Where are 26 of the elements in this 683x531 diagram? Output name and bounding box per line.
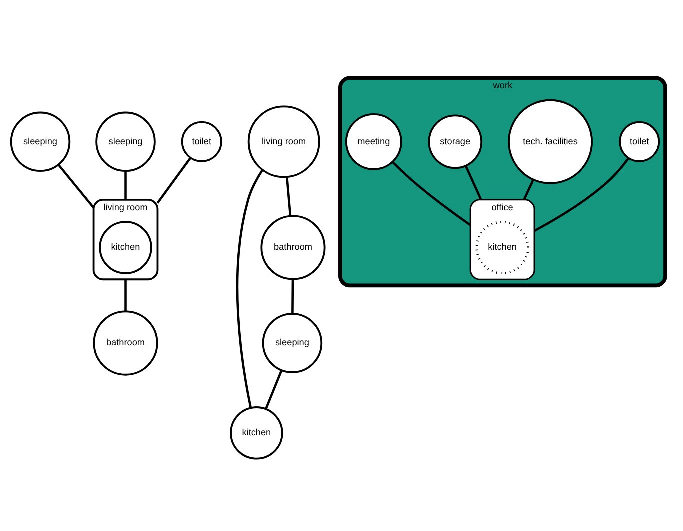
node-circle: kitchen [99, 221, 152, 274]
node-circle: kitchen [230, 406, 284, 460]
connector [392, 161, 472, 226]
node-circle: storage [428, 114, 483, 170]
connector [58, 164, 95, 209]
connector [292, 279, 294, 314]
connector [464, 166, 482, 200]
connector [156, 158, 192, 204]
node-circle: sleeping [96, 112, 156, 172]
connector [236, 169, 264, 408]
node-circle: bathroom [260, 215, 326, 280]
node-circle: toilet [181, 121, 222, 162]
node-circle: sleeping [10, 112, 71, 172]
node-circle: tech. facilities [508, 99, 594, 184]
node-circle: bathroom [93, 310, 158, 376]
connector [124, 280, 127, 312]
node-circle: sleeping [262, 313, 323, 374]
node-circle: kitchen [476, 220, 530, 275]
connector [523, 180, 534, 200]
connector [124, 171, 127, 200]
node-circle: meeting [345, 113, 402, 170]
node-circle: toilet [619, 121, 660, 162]
connector [265, 370, 283, 410]
connector [286, 177, 292, 217]
node-circle: living room [248, 106, 320, 178]
connector [534, 158, 630, 232]
